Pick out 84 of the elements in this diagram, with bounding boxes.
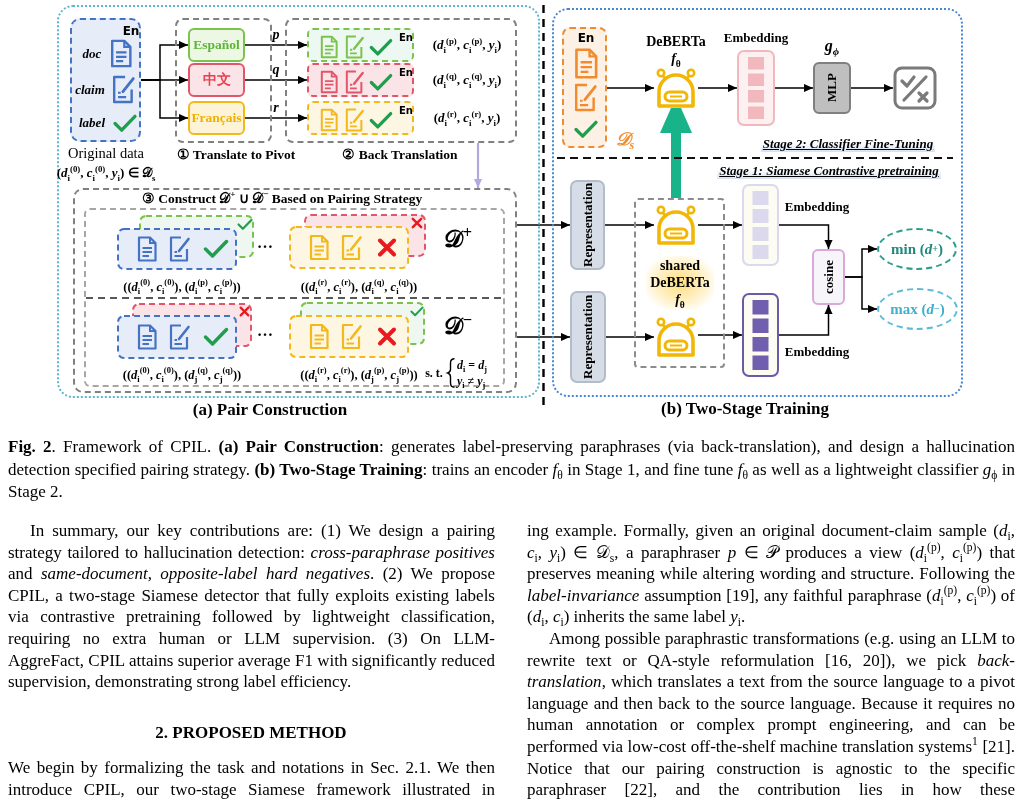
arrow: [606, 83, 655, 93]
card-pair-illustration: [289, 214, 426, 269]
section-heading: 2. PROPOSED METHOD: [155, 723, 347, 743]
arrow: [697, 330, 743, 340]
card-pair-illustration: [117, 215, 254, 270]
arrow: [516, 332, 571, 342]
arrow: [605, 332, 655, 342]
robot-icon: [654, 205, 698, 245]
language-tag: En: [122, 24, 140, 38]
arrow: [244, 113, 308, 123]
panel-title: (b) Two-Stage Training: [661, 399, 829, 419]
edge-label: r: [273, 100, 279, 116]
sample-tuple: (d$_{i}$$^{(r)}$, c$_{i}$$^{(r)}$, y$_{i}$): [433, 110, 501, 126]
card-pair-illustration: [117, 303, 252, 359]
constraint-text: s. t.: [425, 365, 443, 381]
translated-sample-card: [307, 63, 414, 97]
arrow: [844, 276, 878, 314]
pair-tuple: ((d$_{i}$$^{(0)}$, c$_{i}$$^{(0)}$), (d$_{j}$$^{(q)}$, c$_{j}$$^{(q)}$)): [122, 367, 242, 383]
sample-tuple: (d$_{i}$$^{(0)}$, c$_{i}$$^{(0)}$, y$_{i}$) ∈ 𝒟$_{s}$: [56, 165, 156, 181]
arrow: [140, 79, 189, 123]
translated-sample-card: [307, 28, 414, 62]
language-tag: En: [399, 104, 413, 116]
cosine-block: cosine: [812, 249, 845, 305]
dataset-card: [562, 27, 607, 148]
constraint-text: d$_{i}$ = d$_{j}$: [457, 357, 487, 373]
step-title: ② Back Translation: [342, 145, 458, 163]
edge-label: q: [272, 62, 280, 78]
embedding-label: Embedding: [723, 30, 789, 46]
embedding-label: Embedding: [784, 199, 850, 215]
field-label: label: [79, 115, 105, 131]
edge-label: p: [272, 27, 280, 43]
ellipsis: …: [257, 322, 273, 340]
arrow: [697, 220, 743, 230]
arrow: [850, 83, 894, 93]
ellipsis: …: [257, 234, 273, 252]
stage-title: Stage 1: Siamese Contrastive pretraining: [717, 163, 941, 179]
arrow: [778, 304, 833, 336]
set-symbol: 𝒟$^{+}$: [443, 225, 473, 253]
constraint-text: y$_{i}$ ≠ y$_{j}$: [457, 373, 486, 389]
language-node: Français: [188, 101, 245, 135]
data-caption: Original data: [67, 144, 145, 162]
arrow: [604, 220, 655, 230]
pair-tuple: ((d$_{i}$$^{(r)}$, c$_{i}$$^{(r)}$), (d$_{i}$$^{(q)}$, c$_{i}$$^{(q)}$)): [300, 279, 418, 295]
step-title: ③ Construct 𝒟$^{+}$ ∪ 𝒟$^{−}$ Based on Pairing Strategy: [141, 189, 423, 207]
model-label: DeBERTa f$_{θ}$: [646, 34, 706, 68]
language-node: Español: [188, 28, 245, 62]
panel-title: (a) Pair Construction: [192, 400, 348, 420]
step-title: ① Translate to Pivot: [176, 145, 296, 163]
language-tag: En: [399, 66, 413, 78]
field-label: doc: [82, 46, 102, 62]
language-node: 中文: [188, 63, 245, 97]
data-sample-card: [70, 18, 141, 142]
paragraph: ing example. Formally, given an original document-claim sample (d$_{i}$, c$_{i}$, y$_{i}$) ∈ 𝒟$_{s}$, a paraphraser p ∈ 𝒫 produces a view (d$_{i}$$^{(p)}$, c$_{i}$$^{(p)}$) that preserves meaning while altering wording and structure. Following the label-invariance assumption [19], any faithful paraphrase (d$_{i}$$^{(p)}$, c$_{i}$$^{(p)}$) of (d$_{i}$, c$_{i}$) inherits the same label y$_{i}$.: [527, 520, 1015, 628]
mlp-block: MLP: [813, 62, 851, 114]
language-tag: En: [577, 31, 595, 45]
arrow: [244, 75, 308, 85]
paragraph: In summary, our key contributions are: (1) We design a pairing strategy tailored to hallucination detection: cross-paraphrase positives and same-document, opposite-label hard negatives. (2) We propose CPIL, a two-stage Siamese detector that fully exploits existing labels via contrastive pretraining followed by lightweight classification, requiring no extra human or LLM supervision. (3) On LLM-AggreFact, CPIL attains superior average F1 with significantly reduced supervision, demonstrating strong label efficiency.: [8, 520, 495, 693]
check-cross-icon: [893, 66, 937, 110]
representation-block: Representation: [570, 180, 605, 270]
language-tag: En: [399, 31, 413, 43]
representation-block: Representation: [570, 291, 606, 383]
field-label: claim: [75, 82, 105, 98]
stage-title: Stage 2: Classifier Fine-Tuning: [760, 136, 936, 152]
arrow: [774, 83, 814, 93]
model-label: shared DeBERTa f$_{θ}$: [646, 255, 714, 311]
arrow: [697, 83, 738, 93]
arrow: [473, 143, 483, 188]
dataset-symbol: 𝒟$_{s}$: [615, 128, 635, 150]
pair-tuple: ((d$_{i}$$^{(r)}$, c$_{i}$$^{(r)}$), (d$_{j}$$^{(p)}$, c$_{j}$$^{(p)}$)): [300, 367, 418, 383]
translated-sample-card: [307, 101, 414, 135]
figure-caption: Fig. 2. Framework of CPIL. (a) Pair Construction: generates label-preserving paraphrases (via back-translation), and design a hallucination detection specified pairing strategy. (b) Two-Stage Training: trains an encoder f$_{θ}$ in Stage 1, and fine tune f$_{θ}$ as well as a lightweight classifier g$_{ϕ}$ in Stage 2.: [8, 436, 1015, 503]
classifier-symbol: g$_{ϕ}$: [824, 37, 840, 55]
card-pair-illustration: [289, 302, 425, 358]
robot-icon: [654, 317, 698, 357]
paragraph: We begin by formalizing the task and notations in Sec. 2.1. We then introduce CPIL, our two-stage Siamese framework illustrated in: [8, 757, 495, 801]
sample-tuple: (d$_{i}$$^{(p)}$, c$_{i}$$^{(p)}$, y$_{i}$): [432, 37, 502, 53]
embedding-label: Embedding: [784, 344, 850, 360]
pair-tuple: ((d$_{i}$$^{(0)}$, c$_{i}$$^{(0)}$), (d$_{i}$$^{(p)}$, c$_{i}$$^{(p)}$)): [123, 279, 241, 295]
arrow: [244, 40, 308, 50]
sample-tuple: (d$_{i}$$^{(q)}$, c$_{i}$$^{(q)}$, y$_{i}$): [432, 72, 502, 88]
set-symbol: 𝒟$^{−}$: [443, 312, 473, 340]
paragraph: Among possible paraphrastic transformations (e.g. using an LLM to rewrite text or QA-style reformulation [16, 20]), we pick back-translation, which translates a text from the source language to a pivot language and then back to the source language. Because it requires no human annotation or complex prompt engineering, and can be performed via low-cost off-the-shelf machine translation systems$^{1}$ [21]. Notice that our pairing construction is agnostic to the specific paraphraser [22], and the contribution lies in how these: [527, 628, 1015, 801]
arrow: [516, 220, 571, 230]
arrow: [778, 224, 833, 250]
